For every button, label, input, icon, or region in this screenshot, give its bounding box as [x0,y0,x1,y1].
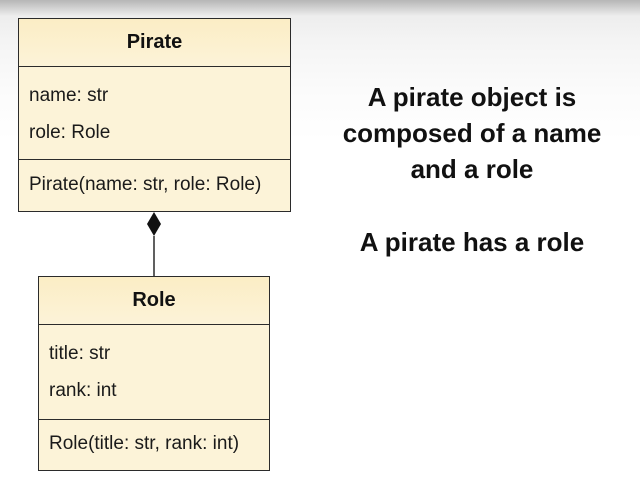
class-name-pirate: Pirate [19,19,290,67]
attributes-section-role: title: str rank: int [39,325,269,420]
method-pirate-constructor: Pirate(name: str, role: Role) [29,174,262,195]
composition-caption: A pirate object is composed of a name an… [312,79,632,187]
attribute-role: role: Role [29,122,111,143]
attribute-name: name: str [29,85,109,106]
caption-line: composed of a name [342,118,602,148]
role-class-box[interactable]: Role title: str rank: int Role(title: st… [38,276,270,471]
composition-diamond-icon [147,212,161,236]
attribute-title: title: str [49,343,111,364]
caption-line: and a role [410,154,534,184]
has-a-caption: A pirate has a role [359,227,585,257]
pirate-class-box[interactable]: Pirate name: str role: Role Pirate(name:… [18,18,291,212]
attribute-rank: rank: int [49,380,117,401]
class-name-role: Role [39,277,269,325]
top-shadow [0,0,640,16]
method-role-constructor: Role(title: str, rank: int) [49,433,240,454]
attributes-section-pirate: name: str role: Role [19,67,290,160]
caption-line: A pirate object is [367,82,577,112]
